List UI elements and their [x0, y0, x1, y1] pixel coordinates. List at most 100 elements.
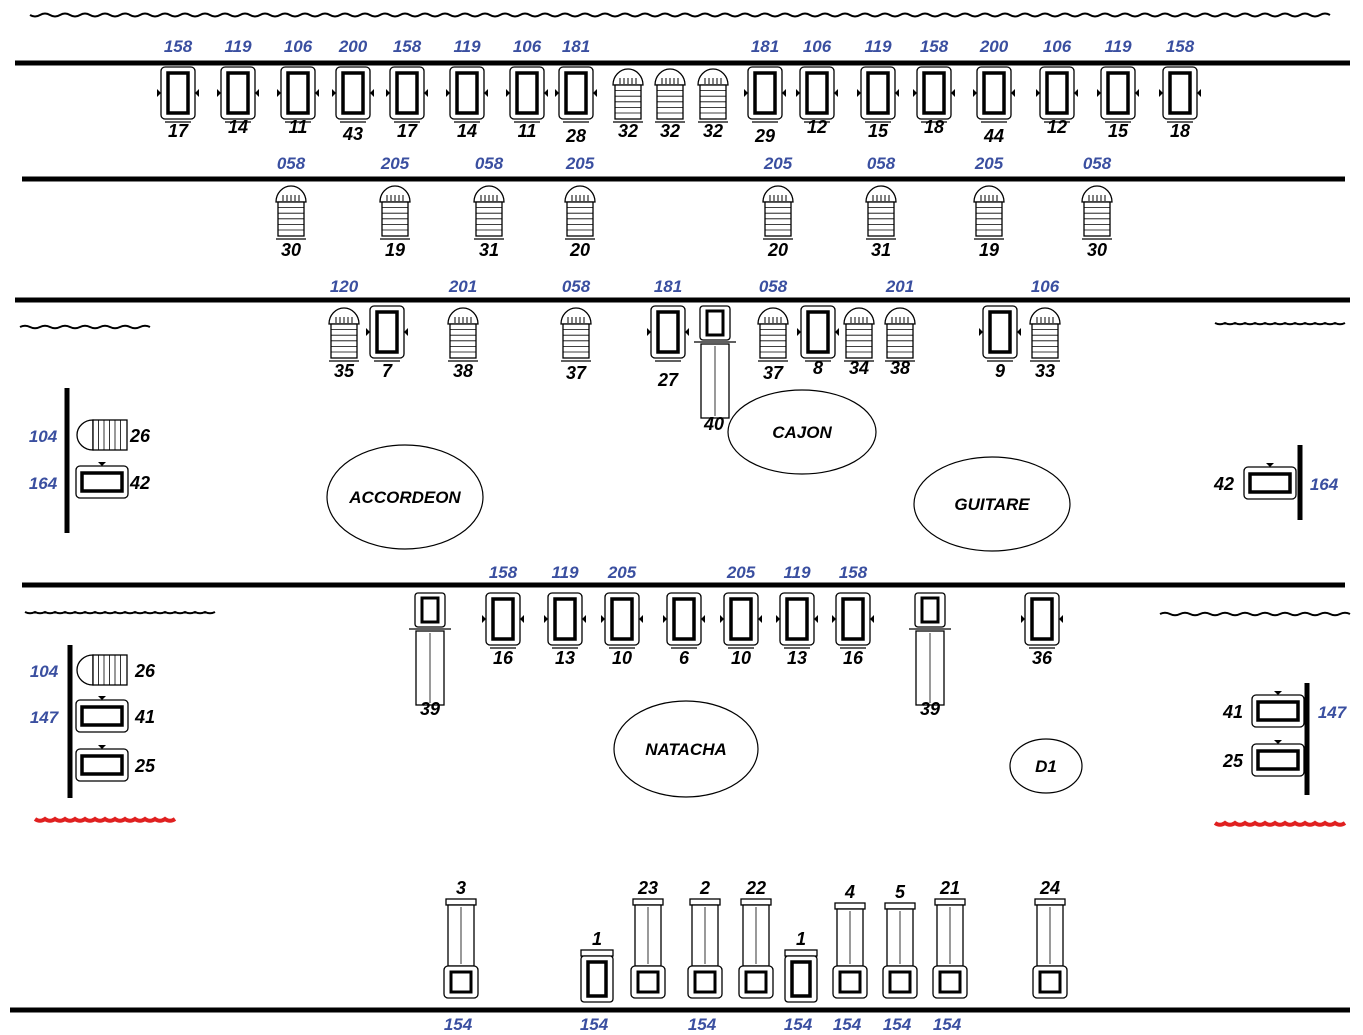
seat-dome[interactable]: 32 — [612, 68, 644, 141]
wave-right-1 — [1214, 321, 1346, 326]
left-lower-wall — [67, 645, 73, 798]
seat-code: 200 — [979, 37, 1009, 56]
row-c-line — [15, 297, 1350, 303]
left-upper-wall — [64, 388, 70, 533]
seat-number: 13 — [555, 648, 575, 668]
seat-code: 119 — [453, 37, 481, 56]
zone-ellipse — [613, 700, 759, 798]
seat-code: 154 — [444, 1015, 473, 1034]
side-box[interactable]: 25 — [1222, 740, 1305, 777]
seat-box[interactable]: 8 — [797, 305, 839, 378]
seat-code: 158 — [164, 37, 193, 56]
seat-dome[interactable]: 32 — [654, 68, 686, 141]
seat-number: 40 — [703, 414, 724, 434]
seat-number: 38 — [453, 361, 473, 381]
seat-number: 42 — [1213, 474, 1234, 494]
seat-tall[interactable]: 39 — [409, 592, 451, 719]
seat-box[interactable]: 36 — [1021, 592, 1063, 668]
seat-box[interactable]: 9 — [979, 305, 1021, 381]
seat-number: 14 — [228, 117, 248, 137]
row-d-line — [22, 582, 1345, 588]
seat-box[interactable]: 7 — [366, 305, 408, 381]
seat-dome[interactable]: 34 — [843, 307, 875, 378]
seat-tall[interactable]: 39 — [909, 592, 951, 719]
seat-bench[interactable]: 23 — [630, 878, 666, 999]
seat-bench[interactable]: 24 — [1032, 878, 1068, 999]
wave-left-2 — [24, 610, 216, 615]
seat-box[interactable]: 158 17 — [386, 37, 428, 141]
seat-code: 058 — [562, 277, 591, 296]
seat-number: 17 — [168, 121, 189, 141]
seat-dome[interactable]: 058 37 — [560, 277, 592, 383]
zone-label: NATACHA — [645, 740, 727, 759]
seat-number: 22 — [745, 878, 766, 898]
seat-number: 16 — [843, 648, 864, 668]
seat-number: 11 — [289, 117, 308, 137]
seat-number: 36 — [1032, 648, 1053, 668]
seat-box[interactable]: 6 — [663, 592, 705, 668]
seat-code: 158 — [393, 37, 422, 56]
seat-tall[interactable]: 40 — [694, 305, 736, 434]
seat-bench[interactable]: 22 — [738, 878, 774, 999]
side-box[interactable]: 25 — [75, 745, 156, 782]
seat-box[interactable]: 158 17 — [157, 37, 199, 141]
seat-number: 17 — [397, 121, 418, 141]
seat-number: 24 — [1039, 878, 1060, 898]
row-b-line — [22, 176, 1345, 182]
seat-dome[interactable]: 32 — [697, 68, 729, 141]
seat-code: 205 — [380, 154, 410, 173]
seat-number: 31 — [479, 240, 499, 260]
zone-label: ACCORDEON — [348, 488, 461, 507]
seat-number: 37 — [566, 363, 587, 383]
